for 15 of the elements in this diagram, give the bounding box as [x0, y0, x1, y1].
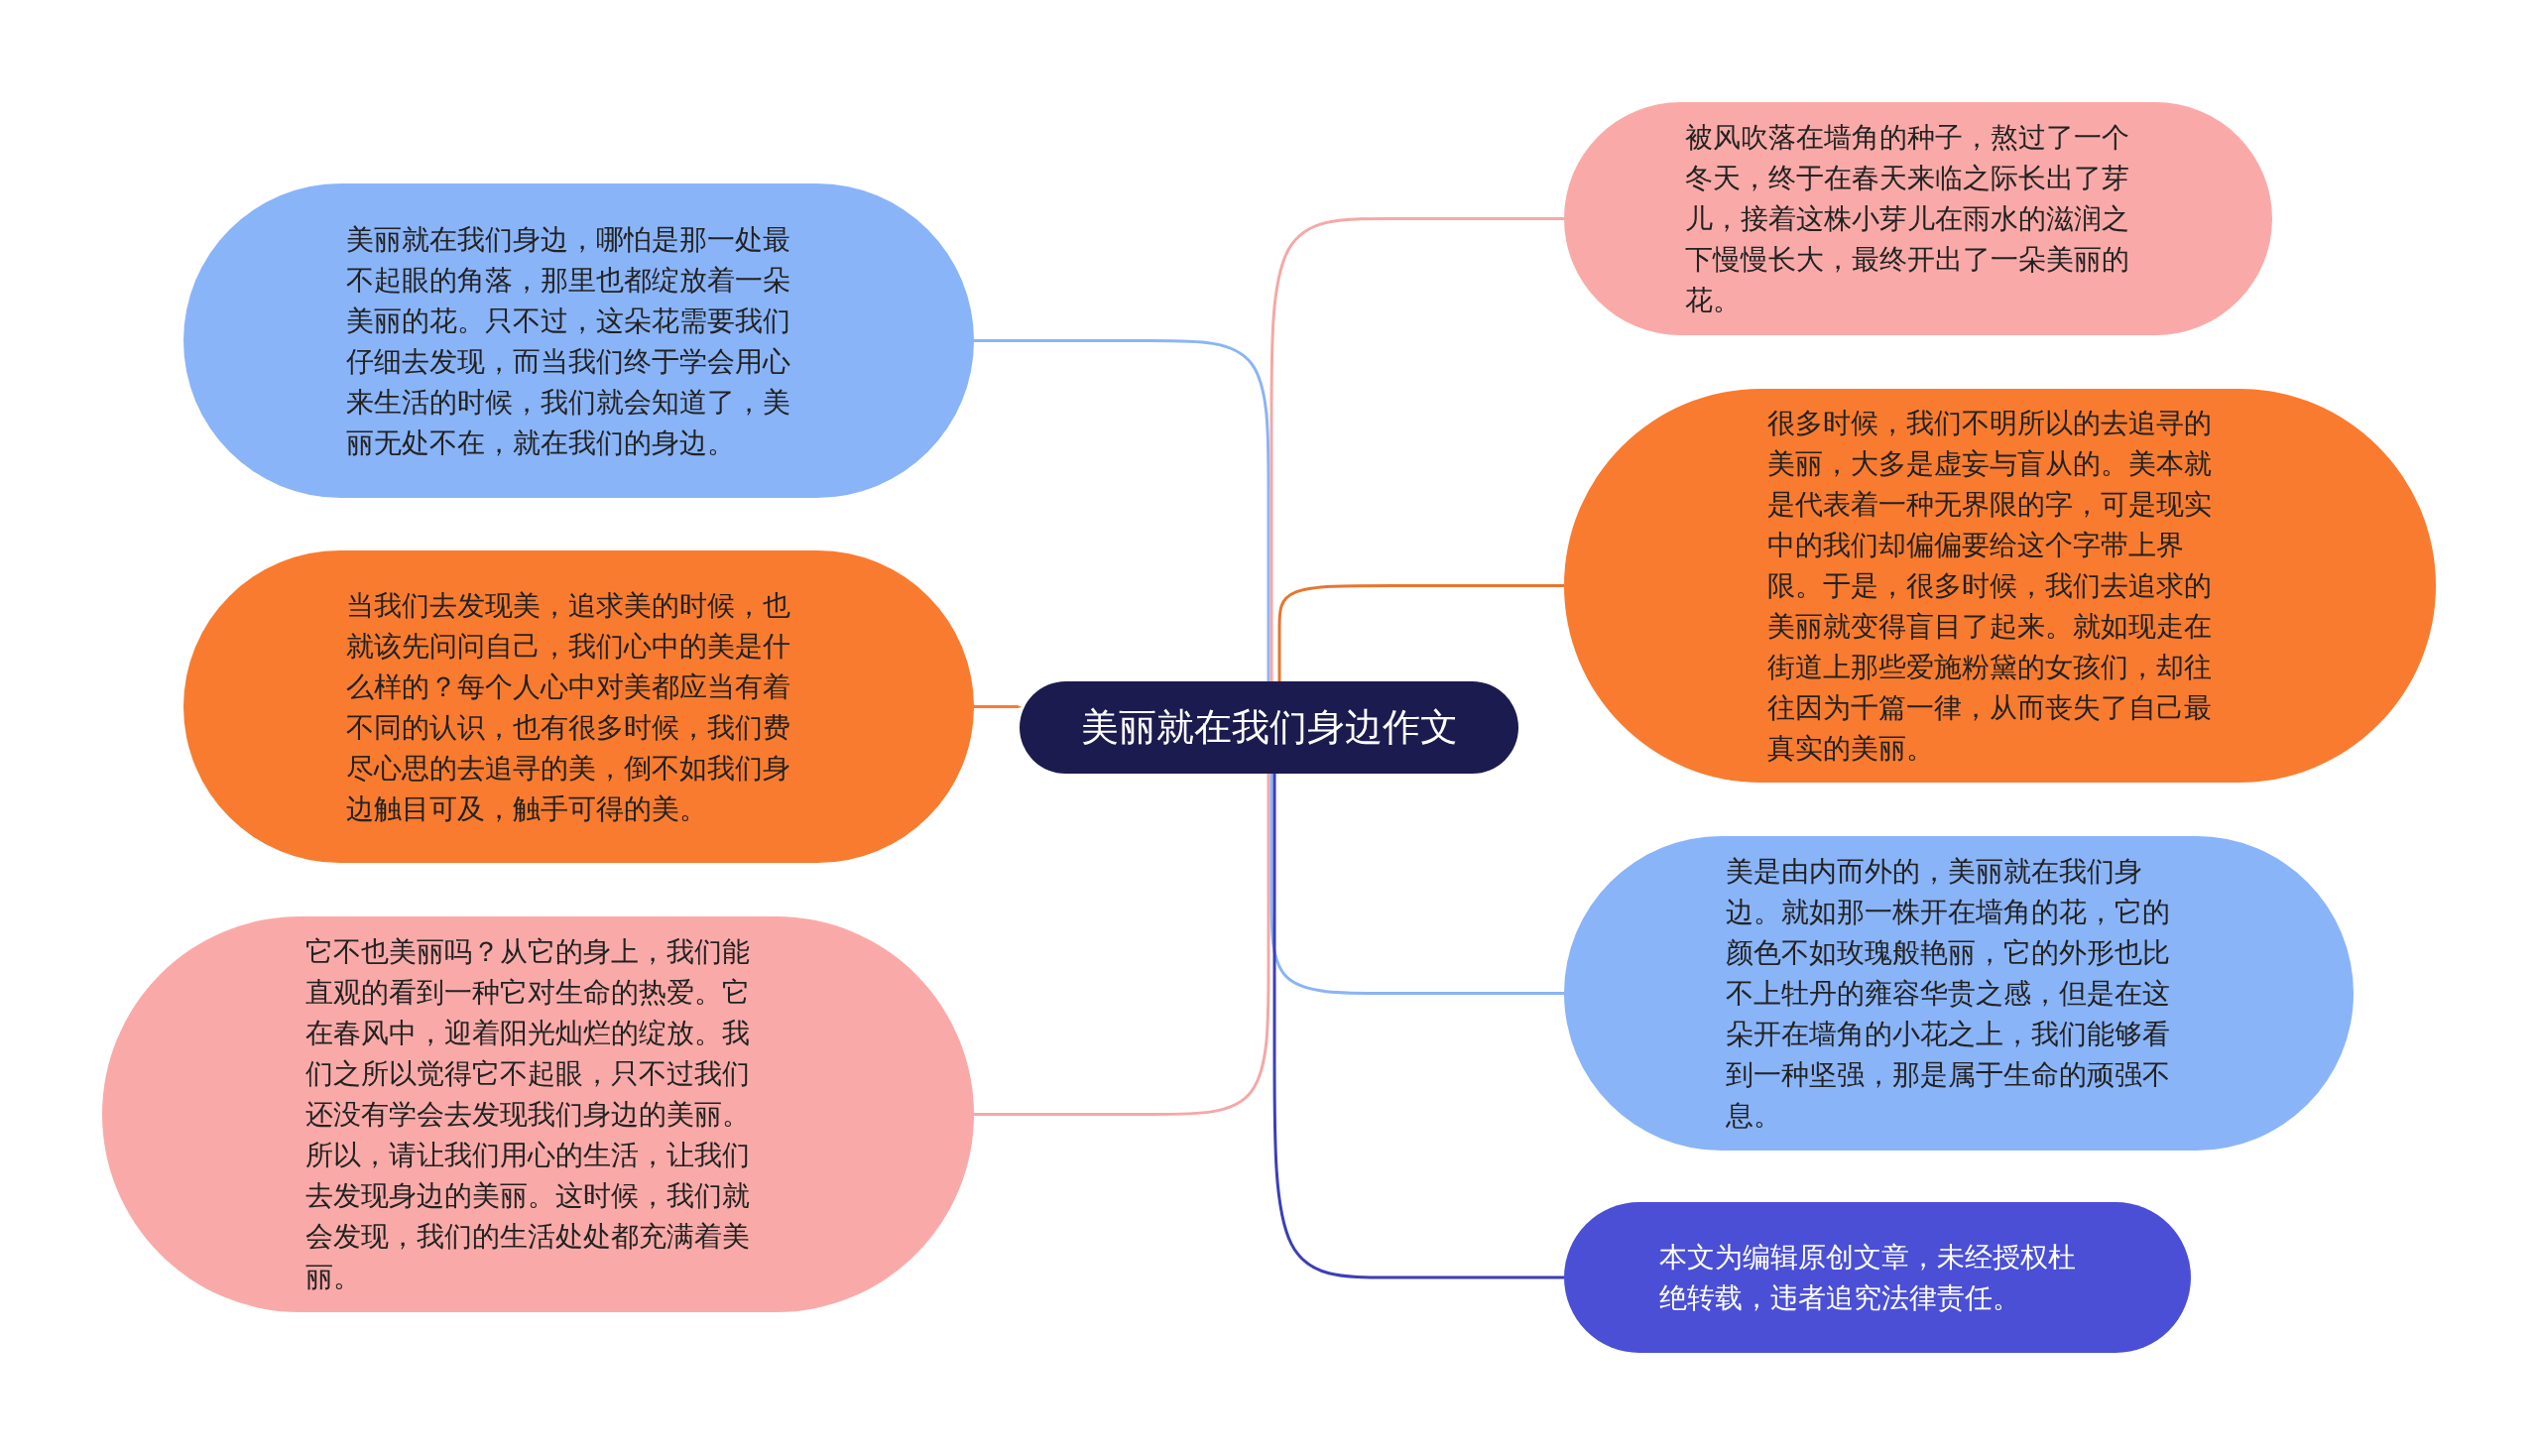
connector-line [1270, 774, 1564, 995]
connector-line [974, 774, 1270, 1116]
connector-line [1272, 774, 1564, 1279]
paragraph-text: 本文为编辑原创文章，未经授权杜绝转载，违者追究法律责任。 [1659, 1240, 2077, 1316]
connector-line [974, 339, 1270, 681]
paragraph-text: 美丽就在我们身边，哪怕是那一处最不起眼的角落，那里也都绽放着一朵美丽的花。只不过，这朵花需要我们仔细去发现，而当我们终于学会用心来生活的时候，我们就会知道了，美丽无处不在，就在我们的身边。 [345, 221, 791, 461]
paragraph-text: 它不也美丽吗？从它的身上，我们能直观的看到一种它对生命的热爱。它在春风中，迎着阳光灿烂的绽放。我们之所以觉得它不起眼，只不过我们还没有学会去发现我们身边的美丽。所以，请让我们用心的生活，让我们去发现身边的美丽。这时候，我们就会发现，我们的生活处处都充满着美丽。 [304, 934, 751, 1295]
paragraph-text: 美是由内而外的，美丽就在我们身边。就如那一株开在墙角的花，它的颜色不如玫瑰般艳丽，它的外形也比不上牡丹的雍容华贵之感，但是在这朵开在墙角的小花之上，我们能够看到一种坚强，那是属于生命的顽强不息。 [1726, 854, 2171, 1134]
title-text: 美丽就在我们身边作文 [1080, 707, 1458, 748]
paragraph-text: 当我们去发现美，追求美的时候，也就该先问问自己，我们心中的美是什么样的？每个人心中对美都应当有着不同的认识，也有很多时候，我们费尽心思的去追寻的美，倒不如我们身边触目可及，触手可得的美。 [345, 587, 791, 827]
connector-line [1277, 584, 1564, 681]
paragraph-text: 被风吹落在墙角的种子，熬过了一个冬天，终于在春天来临之际长出了芽儿，接着这株小芽儿在雨水的滋润之下慢慢长大，最终开出了一朵美丽的花。 [1685, 120, 2130, 318]
connector-line [974, 704, 1022, 708]
paragraph-text: 很多时候，我们不明所以的去追寻的美丽，大多是虚妄与盲从的。美本就是代表着一种无界限的字，可是现实中的我们却偏偏要给这个字带上界限。于是，很多时候，我们去追求的美丽就变得盲目了起来。就如现走在街道上那些爱施粉黛的女孩们，却往往因为千篇一律，从而丧失了自己最真实的美丽。 [1766, 406, 2213, 767]
connector-line [1270, 217, 1564, 681]
